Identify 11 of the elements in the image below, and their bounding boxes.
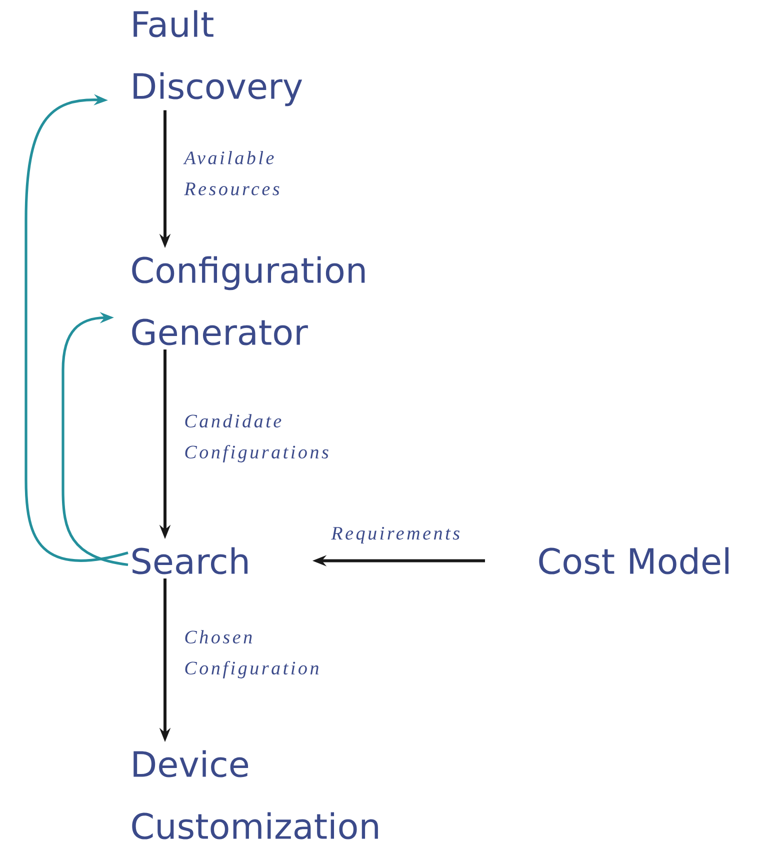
feedback-arrow [24, 94, 128, 562]
edge-label: Chosen Configuration [185, 630, 318, 678]
feedback-arrow [62, 312, 128, 566]
edge-label: Requirements [331, 526, 460, 544]
node-label: Configuration Generator [132, 256, 365, 346]
node-label: Cost Model [539, 547, 728, 574]
node-label: Search [132, 547, 248, 574]
node-label: Fault Discovery [134, 10, 302, 106]
edge-label: Candidate Configurations [185, 414, 328, 462]
node-label: Device Customization [132, 750, 378, 840]
edge-label: Available Resources [183, 150, 280, 196]
